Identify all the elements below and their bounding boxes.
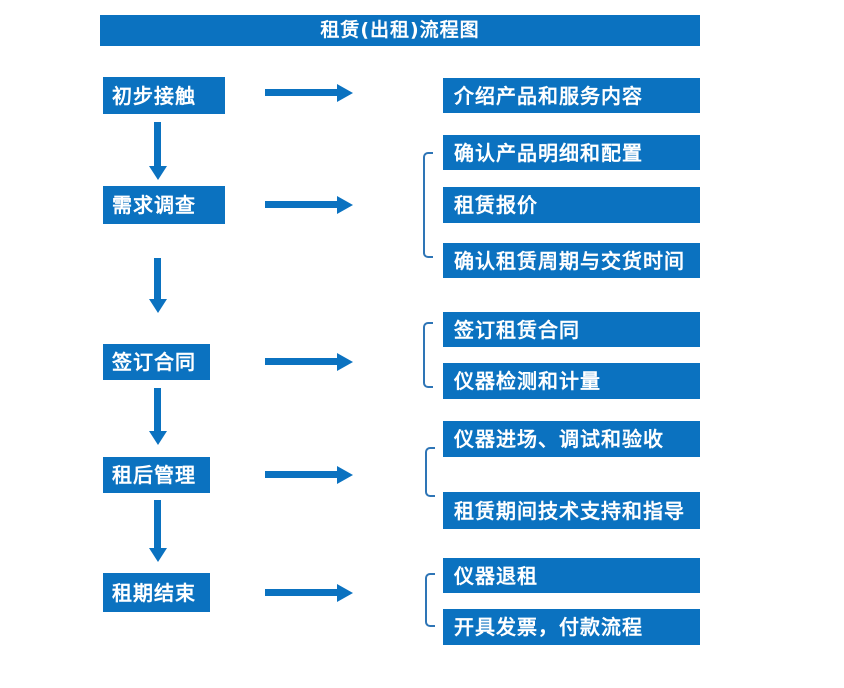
detail-group-bracket-step4 bbox=[425, 447, 435, 497]
detail-group-bracket-step2 bbox=[423, 152, 433, 258]
detail-group-bracket-step3 bbox=[423, 322, 433, 388]
detail-box-technical-support: 租赁期间技术支持和指导 bbox=[443, 492, 700, 529]
detail-box-instrument-setup-acceptance: 仪器进场、调试和验收 bbox=[443, 421, 700, 457]
down-arrow-step4-to-step5 bbox=[154, 500, 161, 548]
right-arrow-step5 bbox=[265, 589, 337, 596]
step-box-post-rental-management: 租后管理 bbox=[103, 457, 210, 493]
right-arrow-step3 bbox=[265, 358, 337, 365]
step-box-initial-contact: 初步接触 bbox=[103, 77, 225, 114]
down-arrow-step3-to-step4 bbox=[154, 388, 161, 431]
step-box-requirements-survey: 需求调查 bbox=[103, 186, 225, 224]
detail-box-confirm-period-delivery: 确认租赁周期与交货时间 bbox=[443, 243, 700, 278]
detail-group-bracket-step5 bbox=[425, 573, 435, 627]
down-arrow-step2-to-step3 bbox=[154, 258, 161, 299]
detail-box-introduce-products-services: 介绍产品和服务内容 bbox=[443, 78, 700, 113]
detail-box-instrument-return: 仪器退租 bbox=[443, 558, 700, 593]
flowchart-title: 租赁(出租)流程图 bbox=[100, 15, 700, 46]
right-arrow-step1 bbox=[265, 89, 337, 96]
down-arrow-step1-to-step2 bbox=[154, 122, 161, 166]
detail-box-sign-rental-contract: 签订租赁合同 bbox=[443, 312, 700, 347]
detail-box-invoice-payment: 开具发票，付款流程 bbox=[443, 609, 700, 645]
right-arrow-step2 bbox=[265, 201, 337, 208]
step-box-rental-end: 租期结束 bbox=[103, 573, 210, 612]
detail-box-instrument-testing: 仪器检测和计量 bbox=[443, 363, 700, 399]
step-box-sign-contract: 签订合同 bbox=[103, 344, 210, 380]
right-arrow-step4 bbox=[265, 471, 337, 478]
detail-box-confirm-product-details: 确认产品明细和配置 bbox=[443, 135, 700, 170]
detail-box-rental-quotation: 租赁报价 bbox=[443, 187, 700, 223]
